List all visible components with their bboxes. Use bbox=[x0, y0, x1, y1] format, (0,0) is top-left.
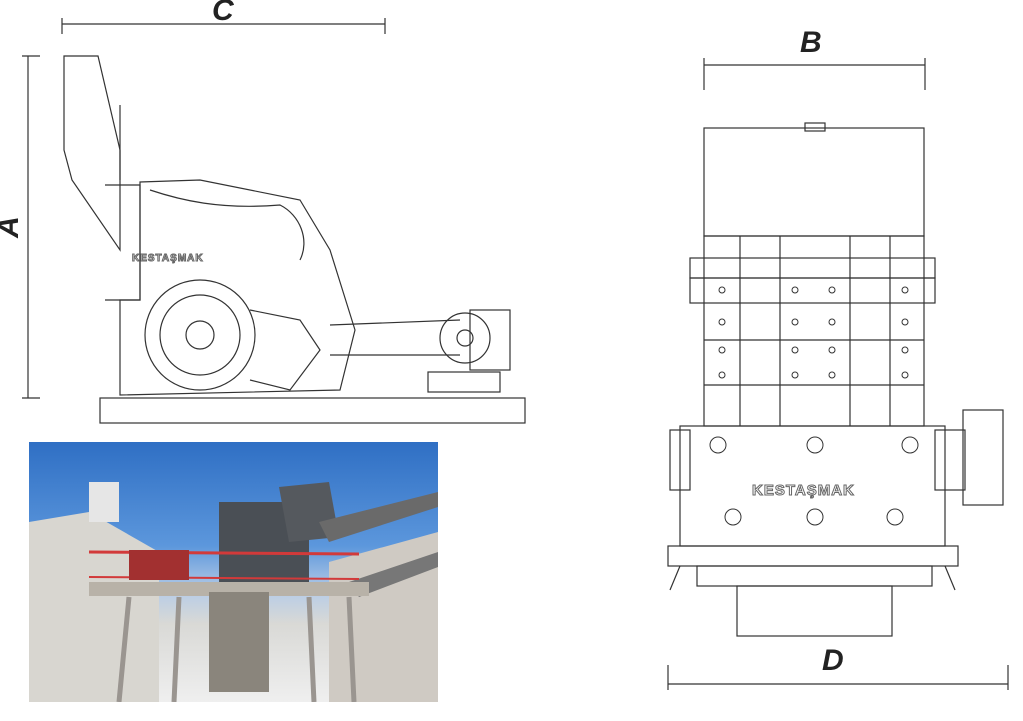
site-photo bbox=[29, 442, 438, 702]
crusher-plant-photo bbox=[29, 482, 438, 702]
dimension-label-c: C bbox=[212, 0, 234, 27]
dimension-label-d: D bbox=[822, 644, 844, 677]
dimension-label-b: B bbox=[800, 26, 822, 59]
brand-logo-front: KESTAŞMAK bbox=[752, 482, 855, 500]
brand-logo-side: KESTAŞMAK bbox=[132, 253, 204, 265]
